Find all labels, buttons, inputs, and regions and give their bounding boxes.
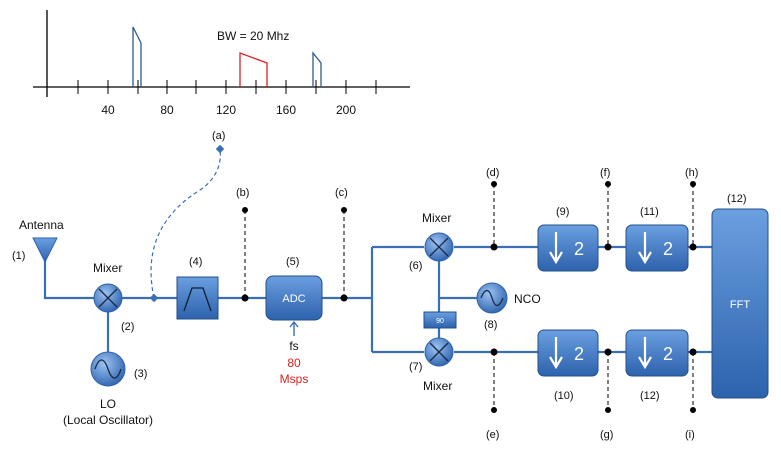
probe-line-a — [150, 149, 221, 299]
probe-label-b: (b) — [236, 187, 249, 199]
spectrum-ticks — [77, 80, 377, 94]
antenna-symbol — [32, 237, 58, 264]
adc-block — [265, 275, 323, 321]
mixer-1 — [93, 283, 123, 313]
decimator-10 — [537, 329, 599, 377]
spectrum-plot: 40 80 120 160 200 BW = 20 Mhz — [33, 10, 410, 117]
label-10: (10) — [554, 390, 574, 402]
local-oscillator — [90, 351, 126, 387]
adc-label: ADC — [282, 293, 305, 305]
probe-label-a: (a) — [212, 130, 225, 142]
fs-arrow — [289, 320, 299, 336]
tick-label-40: 40 — [101, 103, 115, 117]
probe-label-i: (i) — [685, 429, 695, 441]
label-6: (6) — [409, 260, 422, 272]
sample-rate-unit: Msps — [280, 372, 309, 386]
sample-rate-value: 80 — [287, 356, 301, 370]
label-1: (1) — [12, 250, 25, 262]
probe-label-d: (d) — [486, 167, 499, 179]
fft-label: FFT — [730, 299, 750, 311]
decimator-12 — [625, 329, 689, 377]
tick-label-80: 80 — [160, 103, 174, 117]
probe-dots — [241, 181, 697, 413]
antenna-label: Antenna — [19, 218, 64, 232]
label-3: (3) — [134, 368, 147, 380]
mixer-top-label: Mixer — [422, 211, 451, 225]
decimator-11 — [625, 224, 689, 272]
label-5: (5) — [286, 256, 299, 268]
probe-label-g: (g) — [600, 429, 613, 441]
mixer-1-label: Mixer — [93, 261, 122, 275]
tick-label-200: 200 — [336, 103, 356, 117]
spectrum-signal-left — [132, 26, 142, 87]
probe-label-h: (h) — [685, 167, 698, 179]
mixer-bottom-label: Mixer — [423, 379, 452, 393]
signal-wires — [43, 245, 712, 354]
phase-shifter — [423, 311, 457, 329]
decimator-12-factor: 2 — [663, 344, 673, 364]
label-12-bottom: (12) — [640, 390, 660, 402]
probe-label-f: (f) — [600, 167, 610, 179]
mixer-bottom — [424, 337, 454, 367]
bandpass-filter — [176, 276, 219, 320]
label-8: (8) — [484, 319, 497, 331]
label-11: (11) — [640, 206, 659, 218]
label-9: (9) — [556, 206, 569, 218]
spectrum-signal-right — [312, 51, 322, 87]
phase-label: 90 — [436, 318, 444, 325]
probe-label-e: (e) — [486, 429, 499, 441]
lo-sublabel: (Local Oscillator) — [63, 413, 153, 427]
probe-label-c: (c) — [335, 187, 348, 199]
label-2: (2) — [121, 321, 134, 333]
label-7: (7) — [409, 361, 422, 373]
decimator-10-factor: 2 — [574, 344, 584, 364]
nco-oscillator — [476, 282, 508, 314]
probe-lines — [244, 184, 694, 410]
spectrum-signal-band — [239, 52, 268, 87]
label-12-top: (12) — [727, 193, 747, 205]
decimator-9 — [537, 224, 599, 272]
mixer-top — [424, 232, 454, 262]
fs-label: fs — [289, 339, 298, 353]
tick-label-120: 120 — [216, 103, 236, 117]
decimator-9-factor: 2 — [574, 239, 584, 259]
decimator-11-factor: 2 — [663, 239, 673, 259]
nco-label: NCO — [514, 292, 541, 306]
tick-label-160: 160 — [276, 103, 296, 117]
probe-dot-a-junction — [149, 293, 159, 303]
lo-label: LO — [100, 397, 116, 411]
probe-dot-a — [215, 144, 225, 154]
bandwidth-label: BW = 20 Mhz — [217, 29, 289, 43]
label-4: (4) — [189, 256, 202, 268]
fft-block — [711, 208, 769, 399]
